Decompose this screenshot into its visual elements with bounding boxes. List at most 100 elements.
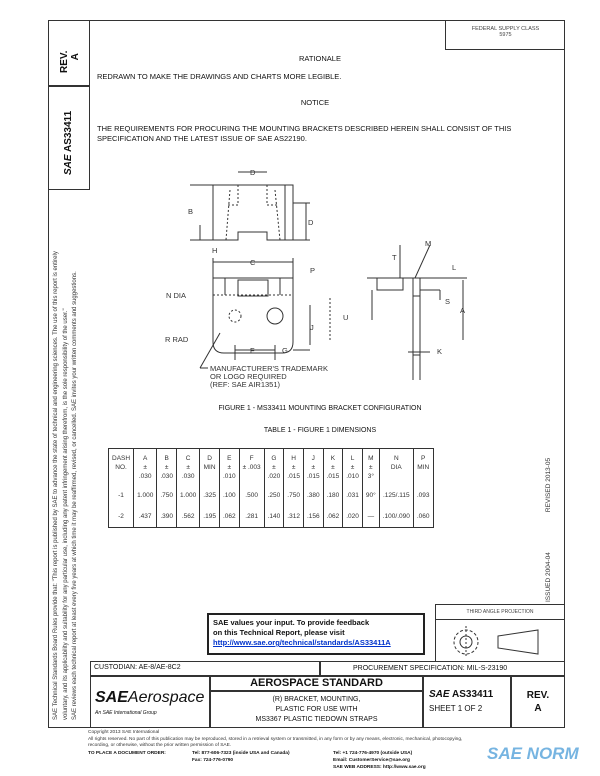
table-cell: 1.000	[175, 485, 200, 506]
label-d: D	[250, 168, 256, 177]
table-cell: .390	[156, 506, 177, 528]
table-cell: -1	[118, 492, 124, 499]
web-address[interactable]: SAE WEB ADDRESS: http://www.sae.org	[333, 765, 426, 770]
column-header: B±.030	[156, 448, 177, 485]
notice-line: SPECIFICATION AND THE LATEST ISSUE OF SA…	[97, 134, 307, 143]
label-j: J	[310, 323, 314, 332]
rights-text: All rights reserved. No part of this pub…	[88, 736, 463, 742]
table-cell: .031	[342, 485, 363, 506]
rationale-heading: RATIONALE	[299, 54, 341, 63]
header-text: .015	[326, 472, 340, 480]
header-text: D	[207, 454, 212, 462]
notice-text: THE REQUIREMENTS FOR PROCURING THE MOUNT…	[97, 124, 511, 144]
header-text: 3°	[367, 472, 374, 480]
header-text: MIN	[417, 463, 430, 471]
table-cell: .437	[133, 506, 157, 528]
label-d: D	[308, 218, 314, 227]
trademark-note: (REF: SAE AIR1351)	[210, 380, 281, 389]
header-text: H	[291, 454, 296, 462]
feedback-text: on this Technical Report, please visit	[213, 628, 345, 637]
tel-us: Tel: 877-606-7323 (inside USA and Canada…	[192, 751, 290, 756]
header-text: ±	[227, 463, 232, 471]
table-cell: .281	[238, 506, 265, 528]
column-header: J±.015	[302, 448, 324, 485]
header-text	[383, 472, 410, 481]
table-cell: .062	[322, 506, 343, 528]
header-text: ± .003	[242, 463, 261, 471]
trademark-note: MANUFACTURER'S TRADEMARK	[210, 364, 328, 373]
logo-subtitle: An SAE International Group	[95, 710, 157, 716]
feedback-box: SAE values your input. To provide feedba…	[207, 613, 425, 655]
notice-heading: NOTICE	[300, 98, 330, 107]
header-text: L	[350, 454, 355, 462]
sae-mark: SAE	[429, 689, 450, 700]
trademark-note: OR LOGO REQUIRED	[210, 372, 287, 381]
feedback-text: SAE values your input. To provide feedba…	[213, 618, 370, 627]
table-cell: —	[361, 506, 380, 528]
revision-cell: REV.A	[511, 676, 565, 728]
tel-intl: Tel: +1 724-776-4970 (outside USA)	[333, 751, 413, 756]
header-text: DASH	[112, 454, 131, 462]
table-cell: .125/.115	[378, 485, 414, 506]
label-a: A	[460, 306, 465, 315]
custodian: CUSTODIAN: AE-8/AE-8C2	[90, 661, 320, 676]
header-text	[243, 472, 261, 481]
header-text: .030	[160, 472, 173, 480]
header-text: NO.	[115, 463, 127, 471]
label-m: M	[425, 239, 431, 248]
table-cell: .100/.090	[378, 506, 414, 528]
document-title: (R) BRACKET, MOUNTING,PLASTIC FOR USE WI…	[210, 691, 423, 728]
front-view-outline	[212, 278, 294, 354]
header-text: MIN	[203, 463, 216, 471]
header-text: .030	[181, 472, 195, 480]
header-text: ±	[331, 463, 335, 471]
header-text: ±	[143, 463, 147, 471]
doc-number-cell: SAE AS33411 SHEET 1 OF 2	[423, 676, 511, 728]
header-text: .010	[346, 472, 359, 480]
header-text	[112, 472, 130, 481]
table-cell: .093	[412, 485, 434, 506]
label-u: U	[343, 313, 348, 322]
table-row: -2.437.390.562.195.062.281.140.312.156.0…	[109, 506, 434, 528]
fax: Fax: 724-776-0790	[192, 758, 234, 763]
header-text: DIA	[390, 463, 402, 471]
column-header: H±.015	[283, 448, 304, 485]
table-cell: .312	[283, 506, 304, 528]
projection-box: THIRD ANGLE PROJECTION	[435, 604, 565, 662]
column-header: A±.030	[133, 448, 157, 485]
side-rev-box: REV.A	[48, 20, 90, 86]
label-f: F	[250, 346, 255, 355]
order-contact-intl: Tel: +1 724-776-4970 (outside USA) Email:…	[333, 750, 426, 771]
feedback-link[interactable]: http://www.sae.org/technical/standards/A…	[213, 638, 391, 647]
table-cell: .500	[238, 485, 265, 506]
table-title: TABLE 1 - FIGURE 1 DIMENSIONS	[263, 427, 377, 434]
logo-aerospace: Aerospace	[127, 689, 205, 706]
label-k: K	[437, 347, 442, 356]
table-cell: .325	[199, 485, 220, 506]
label-s: S	[445, 297, 450, 306]
table-cell: .156	[302, 506, 324, 528]
label-h: H	[212, 246, 217, 255]
fsc-label: FEDERAL SUPPLY CLASS	[471, 26, 540, 32]
column-header: C±.030	[175, 448, 200, 485]
procurement-spec: PROCUREMENT SPECIFICATION: MIL-S-23190	[320, 661, 565, 676]
table-cell: .060	[412, 506, 434, 528]
email: Email: CustomerService@sae.org	[333, 758, 410, 763]
table-cell: .062	[218, 506, 240, 528]
table-cell: 1.000	[133, 485, 157, 506]
header-text: B	[164, 454, 169, 462]
side-docid-box: SAE AS33411	[48, 86, 90, 190]
header-text: J	[311, 454, 315, 462]
header-text: ±	[311, 463, 316, 471]
header-text: ±	[369, 463, 373, 471]
sheet-number: SHEET 1 OF 2	[429, 704, 483, 713]
header-text: .010	[222, 472, 236, 480]
table-cell: .100	[218, 485, 240, 506]
rights-text: recording, or otherwise, without the pri…	[88, 743, 232, 748]
